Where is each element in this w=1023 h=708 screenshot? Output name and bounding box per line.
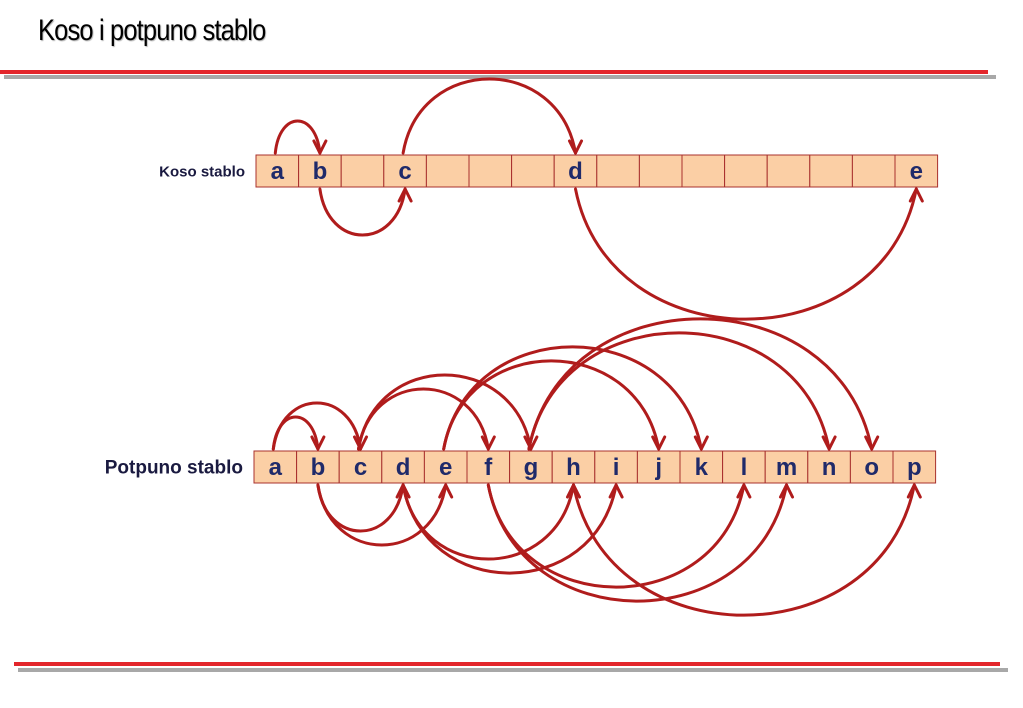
array-cell xyxy=(766,154,811,188)
array-cell xyxy=(340,154,385,188)
cell-letter: b xyxy=(311,454,326,481)
array-cell xyxy=(338,450,383,484)
array-cell xyxy=(423,450,468,484)
array-cell xyxy=(636,450,681,484)
cell-letter: a xyxy=(271,158,285,185)
cell-letter: d xyxy=(568,158,583,185)
array-cell xyxy=(851,154,896,188)
edge-arrow xyxy=(486,483,788,603)
edge-arrow xyxy=(442,345,703,451)
array-cell xyxy=(466,450,511,484)
edge-arrowhead xyxy=(906,483,922,499)
edge-arrowhead xyxy=(438,483,454,499)
cell-letter: c xyxy=(354,454,367,481)
edge-arrowhead xyxy=(651,435,667,451)
edge-arrowhead xyxy=(864,435,880,451)
cell-letter: n xyxy=(822,454,837,481)
diagram-skewed: Koso stablo a b c d e xyxy=(159,77,939,321)
edge-arrowhead xyxy=(480,435,496,451)
cell-letter: k xyxy=(695,454,709,481)
array-cell xyxy=(638,154,683,188)
edge-arrowhead xyxy=(310,435,326,451)
edge-arrow xyxy=(273,119,322,155)
edge-arrow xyxy=(527,331,831,451)
edge-arrowhead xyxy=(693,435,709,451)
edge-arrowhead xyxy=(312,139,328,155)
cell-letter: f xyxy=(484,454,493,481)
array-cell xyxy=(298,154,342,188)
edge-arrowhead xyxy=(608,483,624,499)
edge-arrowhead xyxy=(523,435,539,451)
edge-arrow xyxy=(357,373,533,451)
array-cell xyxy=(807,450,851,484)
array-cell xyxy=(892,450,937,484)
footer-line xyxy=(14,662,1000,666)
cell-letter: m xyxy=(776,454,797,481)
array-cell xyxy=(894,154,939,188)
array-cell xyxy=(596,154,640,188)
cell-letter: e xyxy=(910,158,923,185)
cell-letter: a xyxy=(269,454,283,481)
array-cell xyxy=(425,154,470,188)
edge-arrow xyxy=(401,483,618,575)
row-label: Koso stablo xyxy=(159,163,245,180)
array-cell xyxy=(383,154,427,188)
cell-letter: p xyxy=(907,454,922,481)
array-cell xyxy=(511,154,555,188)
array-cell xyxy=(681,154,726,188)
edge-arrowhead xyxy=(821,435,837,451)
footer-line-shadow xyxy=(18,668,1008,672)
edge-arrowhead xyxy=(736,483,752,499)
array-cell xyxy=(722,450,766,484)
edge-arrow xyxy=(574,187,918,321)
edge-arrowhead xyxy=(397,187,413,203)
edge-arrowhead xyxy=(568,139,583,155)
title-underline-shadow xyxy=(4,75,996,79)
cell-letter: e xyxy=(439,454,452,481)
cell-letter: o xyxy=(864,454,879,481)
edge-arrow xyxy=(271,401,362,451)
array-cell xyxy=(468,154,513,188)
cell-letter: d xyxy=(396,454,411,481)
array-cell xyxy=(296,450,340,484)
edge-arrow xyxy=(442,359,661,451)
array-cell xyxy=(764,450,809,484)
edge-arrow xyxy=(316,483,405,533)
edge-arrowhead xyxy=(353,435,368,451)
edge-arrow xyxy=(316,483,448,547)
row-label: Potpuno stablo xyxy=(105,458,243,479)
array-cell xyxy=(594,450,638,484)
title-underline xyxy=(0,70,988,74)
cell-letter: i xyxy=(613,454,620,481)
cell-letter: b xyxy=(313,158,328,185)
cell-letter: c xyxy=(398,158,411,185)
edge-arrow xyxy=(572,483,916,617)
cell-letter: j xyxy=(654,454,662,481)
array-cell xyxy=(255,154,300,188)
edge-arrowhead xyxy=(908,187,924,203)
slide-title: Koso i potpuno stablo xyxy=(38,14,266,47)
edge-arrow xyxy=(527,317,874,451)
array-cell xyxy=(809,154,853,188)
cell-letter: l xyxy=(741,454,748,481)
cell-letter: h xyxy=(566,454,581,481)
array-cell xyxy=(679,450,724,484)
edge-arrow xyxy=(271,415,320,451)
edge-arrow xyxy=(401,77,577,155)
edge-arrowhead xyxy=(779,483,794,499)
edge-arrow xyxy=(318,187,407,237)
cell-letter: g xyxy=(524,454,539,481)
array-cell xyxy=(253,450,298,484)
array-cell xyxy=(724,154,768,188)
array-cell xyxy=(509,450,553,484)
